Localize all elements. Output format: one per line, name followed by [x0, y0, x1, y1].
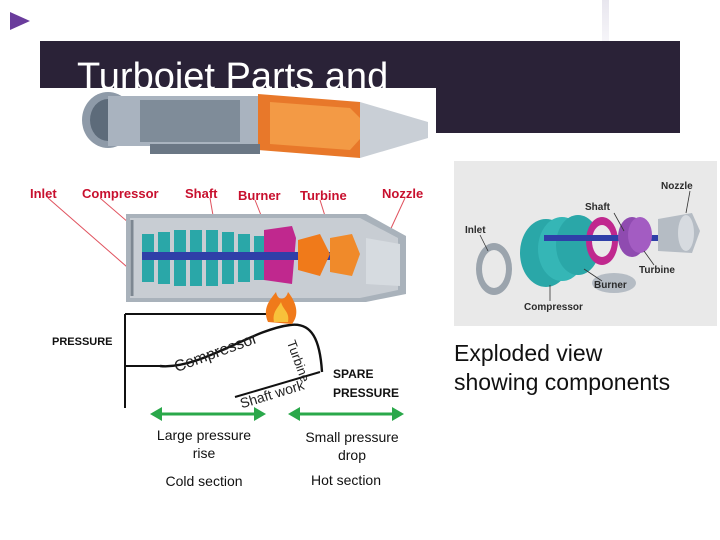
spare-pressure-label: SPARE PRESSURE — [333, 365, 399, 403]
exploded-drawing — [476, 190, 700, 301]
large-pressure-rise-text: Large pressure rise — [148, 426, 260, 462]
spare-pressure-line1: SPARE — [333, 367, 374, 381]
accent-arrow-icon — [10, 12, 30, 30]
exploded-label-compressor: Compressor — [524, 302, 583, 313]
shaft-work-line — [234, 371, 321, 398]
hot-section-label: Hot section — [310, 472, 382, 488]
cutaway-label-shaft: Shaft — [185, 186, 218, 201]
engine-photo — [82, 92, 428, 158]
exploded-label-inlet: Inlet — [465, 225, 486, 236]
exploded-label-turbine: Turbine — [639, 265, 675, 276]
exploded-label-shaft: Shaft — [585, 202, 610, 213]
exploded-parts — [476, 213, 700, 295]
large-rise-line2: rise — [192, 445, 216, 461]
large-rise-arrow — [150, 407, 266, 421]
pressure-axis-label: PRESSURE — [52, 336, 113, 348]
small-drop-line1: Small pressure — [305, 429, 399, 445]
exploded-label-burner: Burner — [594, 280, 627, 291]
flame-icon — [265, 292, 297, 324]
large-rise-line1: Large pressure — [156, 427, 252, 443]
cutaway-label-turbine: Turbine — [300, 188, 347, 203]
small-drop-arrow — [288, 407, 404, 421]
caption-line1: Exploded view — [454, 340, 603, 366]
spare-pressure-line2: PRESSURE — [333, 386, 400, 400]
pressure-curve — [159, 323, 324, 373]
cutaway-label-compressor: Compressor — [82, 186, 159, 201]
cutaway-label-inlet: Inlet — [30, 186, 57, 201]
exploded-leader-lines — [479, 190, 691, 301]
small-drop-line2: drop — [337, 447, 367, 463]
cutaway-label-nozzle: Nozzle — [382, 186, 424, 201]
corner-decoration — [602, 0, 609, 41]
exploded-view-illustration: Nozzle Shaft Inlet Turbine Burner Compre… — [454, 161, 717, 326]
small-pressure-drop-text: Small pressure drop — [296, 428, 408, 464]
cold-section-label: Cold section — [165, 473, 243, 489]
turbojet-cutaway-illustration: Inlet Compressor Shaft Burner Turbine No… — [30, 88, 436, 304]
cutaway-label-burner: Burner — [238, 188, 281, 203]
exploded-label-nozzle: Nozzle — [661, 181, 693, 192]
cutaway-drawing — [47, 92, 428, 302]
caption-line2: showing components — [454, 369, 671, 395]
engine-cutaway — [126, 214, 406, 302]
